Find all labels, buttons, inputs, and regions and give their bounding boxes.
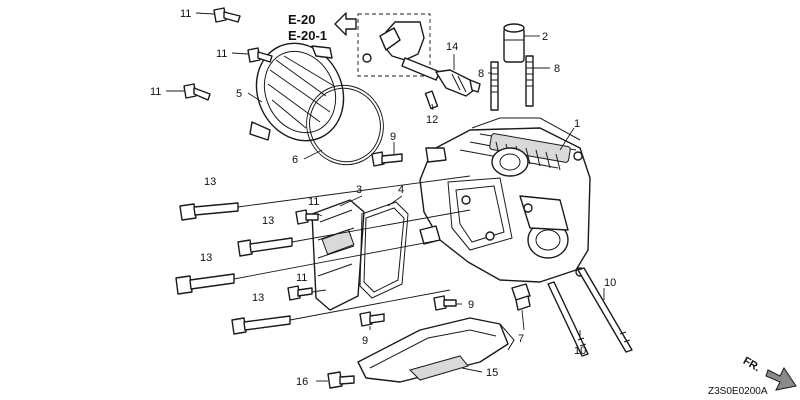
rocker-cover-gasket [359,201,409,299]
callout-1: 1 [574,118,580,130]
callout-11: 11 [150,86,161,98]
ignition-coil-dashed-box [357,13,431,77]
ignition-coil-bracket [379,27,401,51]
bracket-plate [357,317,515,383]
callout-11: 11 [308,196,319,208]
long-stud-a [547,281,589,357]
callout-13: 13 [204,176,216,188]
stud-bolt-right [525,55,534,107]
reference-line-2: E-20-1 [288,28,327,43]
reference-label: E-20 E-20-1 [288,12,327,43]
gasket-ring [306,84,384,166]
stud-bolt-left [490,61,499,111]
callout-13: 13 [252,292,264,304]
bolt-11-cover-bottom [287,285,313,301]
callout-3: 3 [356,184,362,196]
ignition-coil-lead [401,57,441,81]
callout-16: 16 [296,376,308,388]
bolt-9-lower-a [433,295,457,311]
sensor-switch [511,283,531,311]
ignition-coil-group [357,13,441,81]
breather-cover-plate [249,42,345,142]
callout-8: 8 [478,68,484,80]
callout-9: 9 [362,335,368,347]
front-direction-indicator: FR. [741,355,797,391]
bolt-13-d [231,315,291,335]
bolt-11-top [213,7,241,23]
callout-10: 10 [604,277,616,289]
callout-2: 2 [542,31,548,43]
callout-11: 11 [296,272,307,284]
callout-12: 12 [426,114,438,126]
callout-6: 6 [292,154,298,166]
callout-7: 7 [518,333,524,345]
bolt-13-a [179,202,239,221]
cylinder-head [419,117,591,283]
callout-9: 9 [468,299,474,311]
dowel-pin [424,90,439,110]
front-arrow-icon [765,367,797,391]
callout-11: 11 [180,8,191,20]
bolt-11-cover-top [295,209,319,225]
bolt-9-upper [371,151,403,167]
callout-15: 15 [486,367,498,379]
bolt-13-b [237,237,293,257]
front-label: FR. [741,355,762,374]
callout-8: 8 [554,63,560,75]
diagram-code: Z3S0E0200A [708,386,768,397]
rocker-cover [311,199,365,311]
callout-9: 9 [390,131,396,143]
callout-labels: 11 11 11 5 6 14 12 8 2 8 1 9 13 11 3 4 1… [150,8,616,388]
reference-arrow-icon [334,12,357,36]
callout-10: 10 [574,345,586,357]
guide-tube [503,23,525,63]
long-stud-b [577,267,633,353]
bolt-16 [327,371,355,389]
callout-13: 13 [200,252,212,264]
bolt-11-left [183,83,211,101]
ignition-coil-nut [362,53,372,63]
callout-5: 5 [236,88,242,100]
callout-4: 4 [398,184,404,196]
callout-11: 11 [216,48,227,60]
reference-line-1: E-20 [288,12,315,27]
bolt-11-mid [247,47,273,63]
spark-plug [435,69,481,97]
leader-lines [166,12,605,382]
callout-14: 14 [446,41,458,53]
bolt-13-c [175,273,235,295]
callout-13: 13 [262,215,274,227]
bolt-9-lower-b [359,311,385,327]
